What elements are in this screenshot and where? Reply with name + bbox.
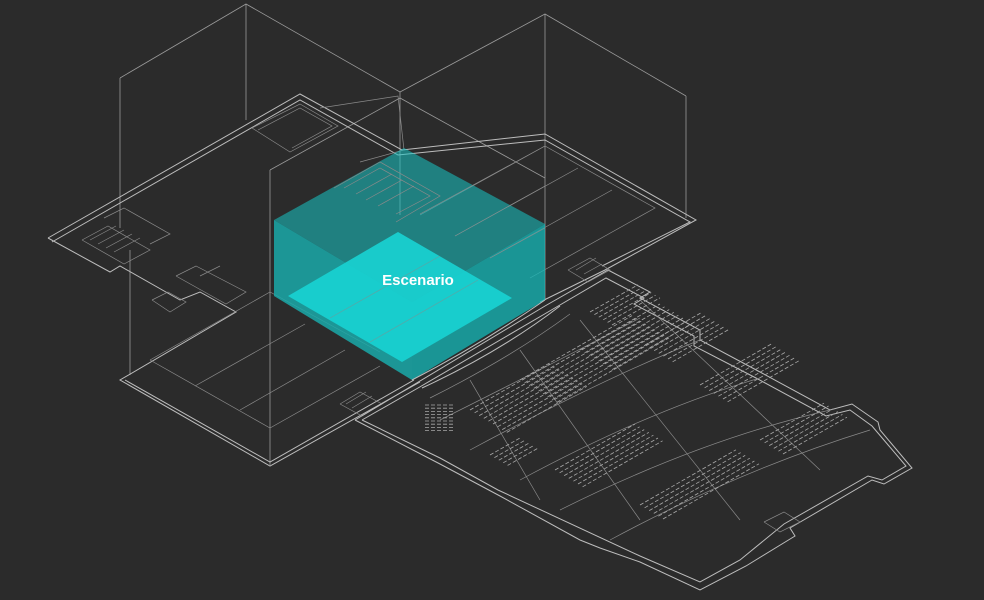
seat-row: [658, 320, 715, 354]
seat-row: [502, 383, 583, 430]
seat-row: [564, 429, 645, 476]
seat-row: [552, 334, 665, 400]
seat-row: [497, 380, 578, 428]
seat-row: [494, 440, 525, 458]
seat-row: [654, 318, 711, 351]
seat-row: [607, 294, 656, 323]
seat-row: [602, 317, 684, 365]
seat-row: [663, 323, 720, 357]
seat-row: [603, 292, 652, 321]
seat-row: [598, 289, 647, 318]
seat-row: [533, 323, 646, 389]
seat-row: [713, 351, 786, 394]
seat-row: [507, 448, 538, 466]
seat-row: [579, 303, 661, 351]
seat-row: [704, 346, 777, 389]
auditorium-seating: [425, 284, 848, 520]
seat-row: [672, 329, 729, 363]
seat-row: [519, 315, 633, 381]
seat-row: [573, 434, 654, 482]
seat-row: [506, 386, 587, 433]
seat-row: [662, 463, 760, 520]
seat-row: [607, 320, 688, 368]
seat-row: [773, 411, 838, 449]
seat-row: [529, 320, 642, 386]
right-tower-wireframe: [399, 13, 687, 218]
seat-row: [778, 414, 843, 452]
seat-row: [709, 348, 782, 391]
seat-row: [492, 377, 574, 425]
seat-row: [611, 297, 661, 326]
seat-row: [542, 329, 656, 395]
seat-row: [483, 372, 564, 419]
seat-row: [653, 457, 750, 514]
seat-row: [658, 460, 755, 517]
seat-row: [727, 360, 800, 403]
seat-row: [782, 416, 848, 455]
seat-row: [559, 426, 640, 474]
stage-label: Escenario: [382, 272, 454, 289]
seat-row: [718, 354, 791, 397]
backstage-floor-outline: [47, 93, 698, 467]
seat-row: [474, 366, 555, 414]
seat-row: [594, 287, 643, 315]
seat-row: [589, 284, 639, 313]
seat-row: [764, 405, 829, 444]
seat-row: [667, 326, 725, 360]
auditorium-outline: [354, 257, 913, 591]
seat-row: [612, 323, 693, 370]
seat-row: [598, 314, 679, 362]
seat-row: [547, 332, 660, 398]
seat-row: [584, 306, 665, 354]
stage-volume: Escenario: [274, 145, 546, 380]
seat-row: [498, 442, 529, 461]
seat-row: [644, 312, 702, 346]
seat-row: [644, 452, 741, 509]
seat-row: [649, 455, 746, 511]
seat-row: [722, 357, 796, 400]
seat-row: [503, 445, 534, 464]
seat-row: [554, 423, 636, 471]
seat-row: [488, 374, 569, 422]
seat-row: [538, 326, 651, 392]
seat-row: [469, 363, 551, 411]
seat-row: [582, 440, 663, 488]
seat-row: [589, 309, 670, 356]
seat-row: [639, 449, 737, 506]
seat-row: [479, 369, 560, 416]
seat-row: [568, 432, 649, 479]
seat-row: [759, 402, 825, 441]
seat-row: [769, 408, 834, 446]
seat-row: [593, 312, 674, 359]
seat-row: [524, 318, 637, 384]
seat-row: [649, 315, 706, 349]
seat-row: [699, 343, 773, 386]
seat-row: [577, 437, 659, 485]
seat-row: [556, 337, 669, 403]
